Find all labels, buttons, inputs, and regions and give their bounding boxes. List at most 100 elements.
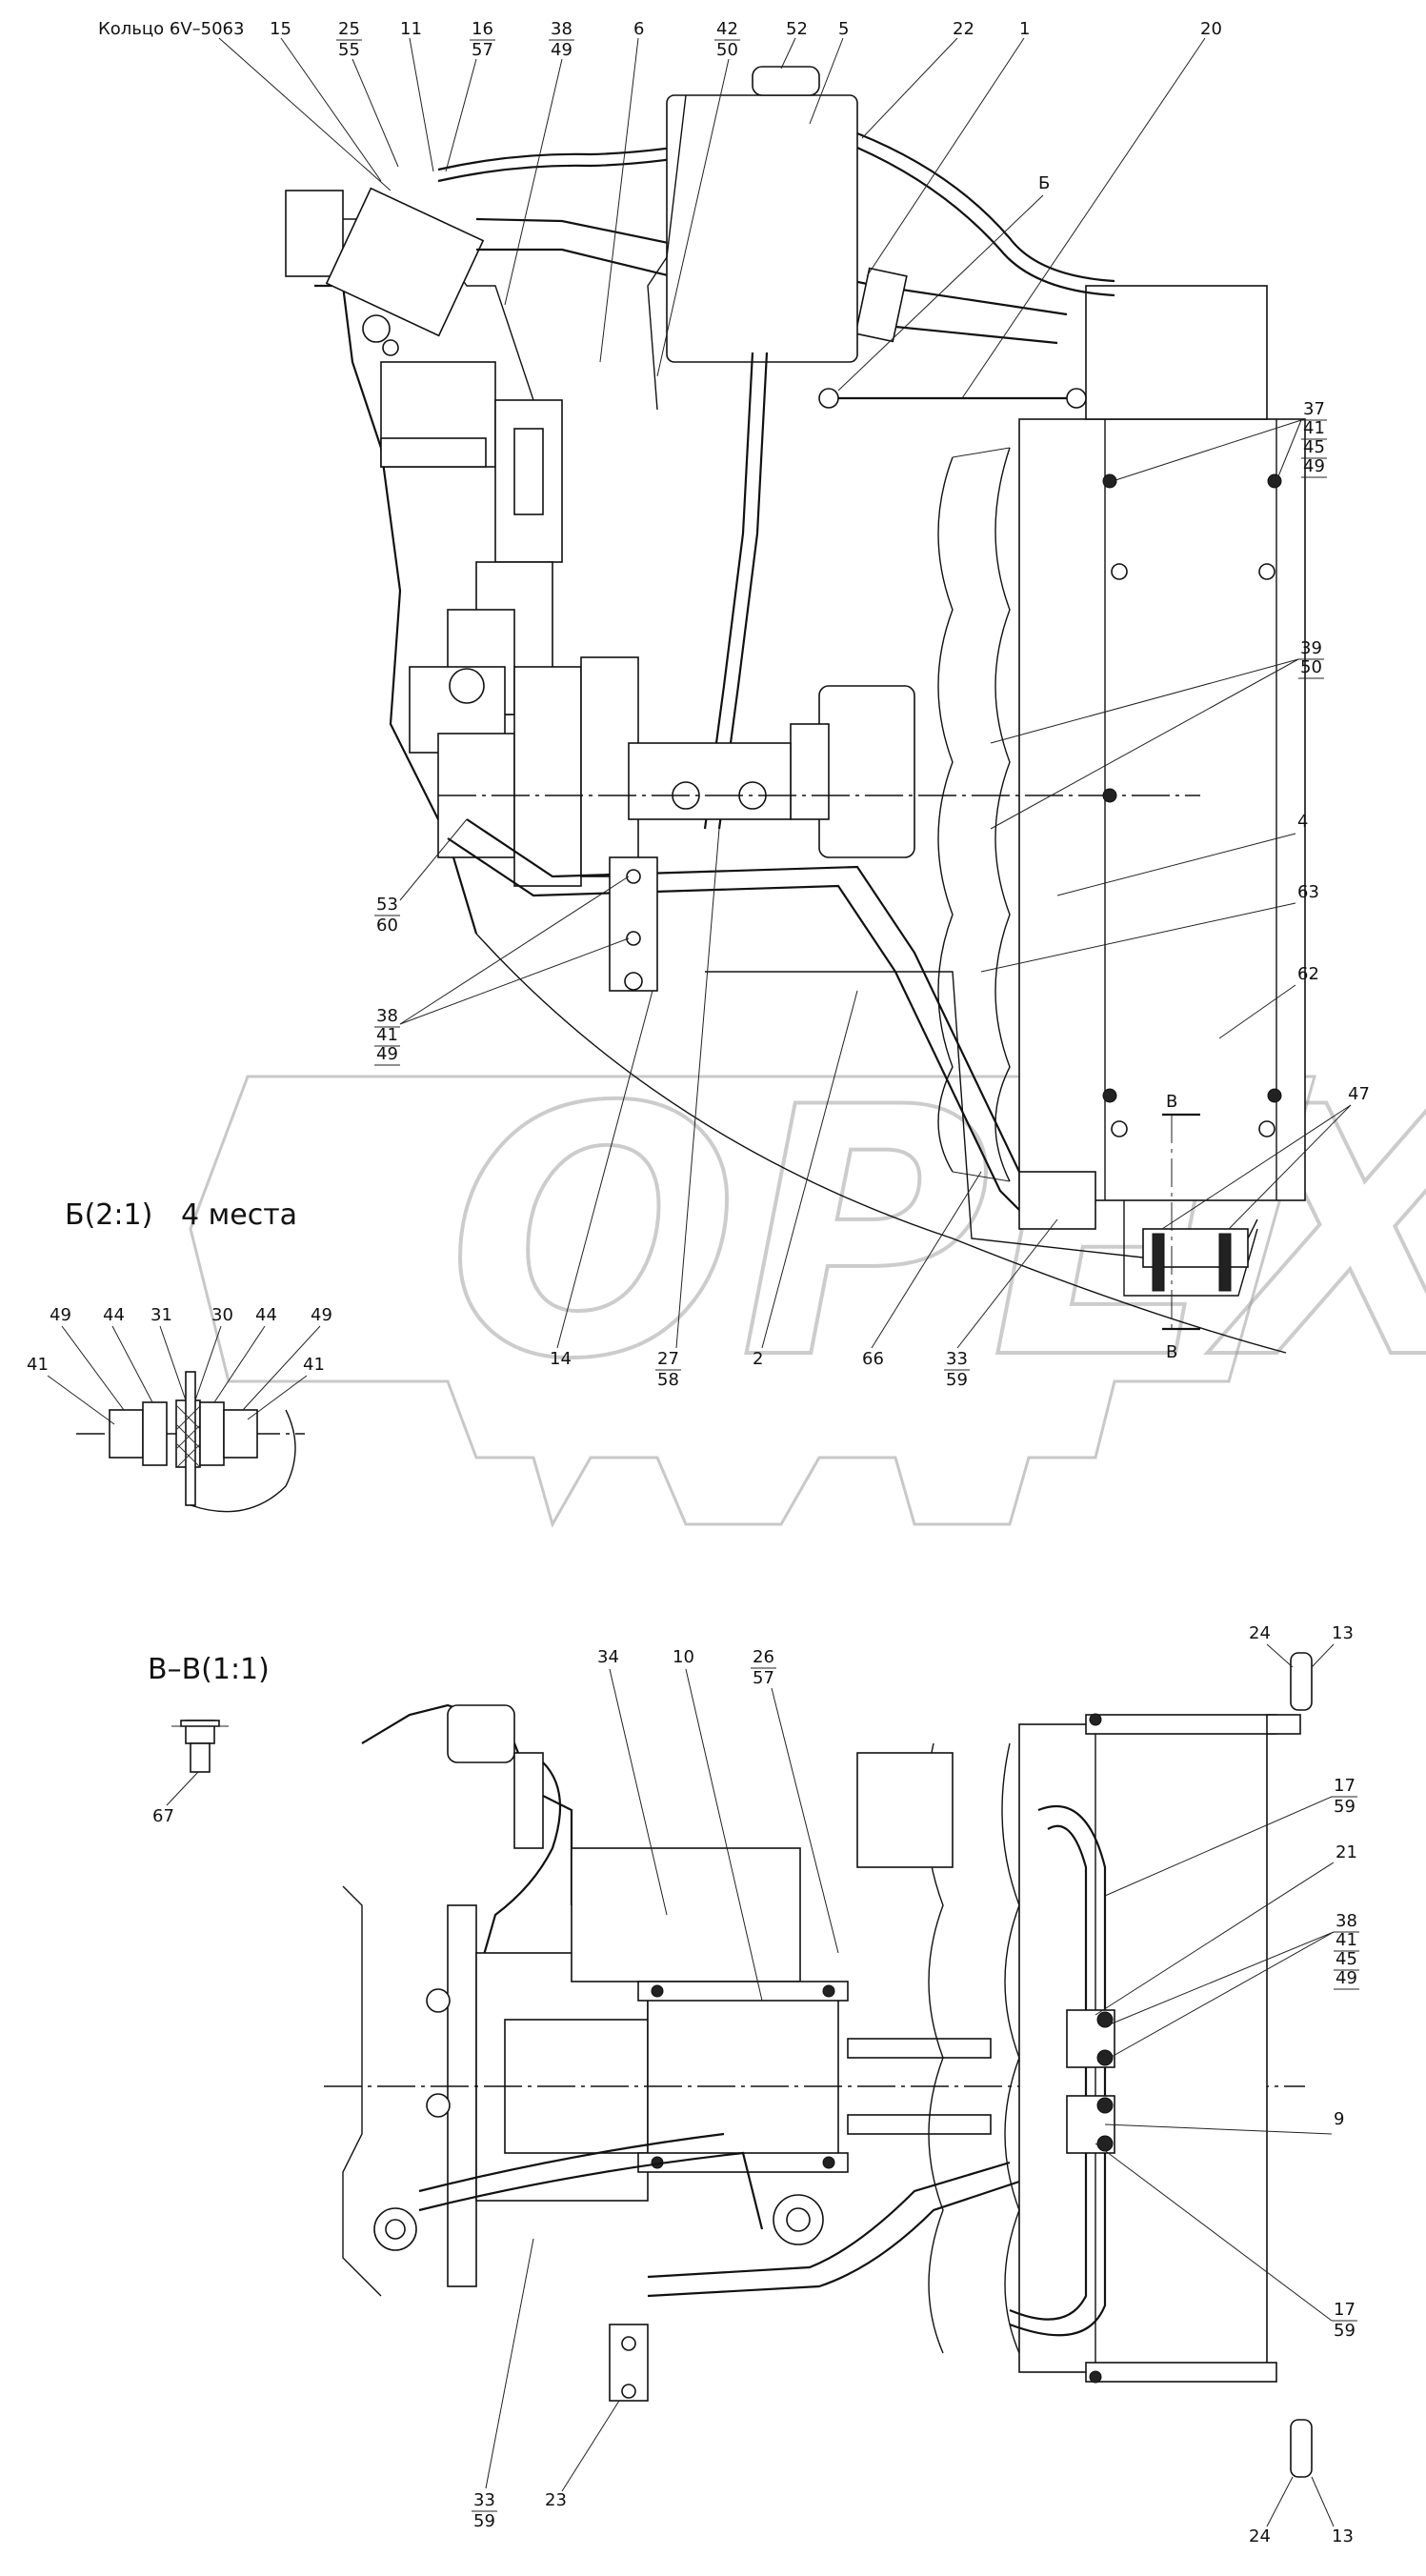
callout-66: 66 [862,1349,884,1369]
bottom-callouts: 34 10 26 57 24 13 17 59 21 9 17 59 33 59… [472,1623,1359,2546]
callout-5: 5 [838,19,849,39]
svg-text:49: 49 [1303,456,1325,476]
callout-6: 6 [633,19,644,39]
callout-38a: 38 [551,19,572,39]
svg-text:38: 38 [1336,1911,1357,1931]
callout-33a: 33 [946,1349,968,1369]
tube-lower [447,837,1030,1220]
radiator-top [1085,285,1268,420]
callout-17-top: 17 [1334,1776,1356,1796]
svg-text:31: 31 [151,1305,172,1325]
clamp-block [1018,1171,1096,1230]
callout-33b-sub: 59 [473,2511,495,2531]
callout-14: 14 [550,1349,572,1369]
stack-37: 37 41 45 49 [1112,399,1327,482]
ring-label: Кольцо 6V–5063 [98,19,244,39]
section-vv: В–В(1:1) 67 [148,1653,270,1826]
callout-62: 62 [1297,964,1319,984]
radiator-bottom [1018,1723,1268,2373]
svg-text:37: 37 [1303,399,1325,419]
detail-b-places: 4 места [181,1198,297,1232]
callout-23: 23 [545,2490,567,2510]
svg-text:41: 41 [1336,1930,1357,1950]
stack-39: 39 50 [990,638,1324,830]
bottom-view [324,1652,1313,2478]
hinge-bottom [1290,2419,1313,2478]
svg-text:41: 41 [376,1025,398,1045]
callout-16-sub: 57 [472,40,493,60]
radiator-bolts [1102,473,1282,1137]
callout-53: 53 [376,895,398,915]
callout-33b: 33 [473,2490,495,2510]
callout-34: 34 [597,1647,619,1667]
callout-25: 25 [338,19,360,39]
svg-text:50: 50 [1300,657,1322,677]
callout-13-bottom: 13 [1332,2526,1354,2546]
callout-17-bottom: 17 [1334,2300,1356,2320]
callout-21: 21 [1336,1842,1357,1862]
pump-body [325,187,485,337]
svg-text:41: 41 [303,1355,325,1375]
callout-17-bottom-sub: 59 [1334,2321,1356,2341]
hinge-top [1290,1652,1313,1711]
callout-20: 20 [1200,19,1222,39]
tank-cap [752,66,820,96]
svg-text:45: 45 [1303,437,1325,457]
callout-52: 52 [786,19,808,39]
nut-right [223,1409,258,1459]
callout-13-top: 13 [1332,1623,1354,1643]
rubber-bush [176,1405,201,1468]
svg-text:45: 45 [1336,1949,1357,1969]
fan-hub [818,685,915,858]
callout-47: 47 [1348,1084,1370,1104]
callout-22: 22 [953,19,974,39]
svg-text:41: 41 [1303,418,1325,438]
svg-text:38: 38 [376,1006,398,1026]
callout-26: 26 [753,1647,774,1667]
svg-text:49: 49 [50,1305,71,1325]
fan-wheel [937,447,1011,1182]
svg-text:41: 41 [27,1355,49,1375]
svg-text:39: 39 [1300,638,1322,658]
callout-15: 15 [270,19,291,39]
callout-53-sub: 60 [376,916,398,936]
nut-left [109,1409,144,1459]
callout-33a-sub: 59 [946,1370,968,1390]
stack-38c: 38 41 45 49 [1109,1911,1359,2059]
main-view: В В [285,66,1306,1362]
callout-26-sub: 57 [753,1668,774,1688]
callout-17-top-sub: 59 [1334,1797,1356,1817]
detail-b: Б(2:1) 4 места 49 44 31 30 44 49 41 41 [27,1198,332,1513]
callout-B: Б [1038,173,1050,193]
callout-42: 42 [716,19,738,39]
svg-text:44: 44 [255,1305,277,1325]
callout-9: 9 [1334,2109,1344,2129]
top-callouts: Кольцо 6V–5063 15 25 55 11 16 57 38 49 6… [98,19,1370,1390]
callout-1: 1 [1019,19,1030,39]
callout-2: 2 [753,1349,763,1369]
svg-text:49: 49 [311,1305,332,1325]
callout-16: 16 [472,19,493,39]
callout-4: 4 [1297,812,1308,832]
callout-10: 10 [673,1647,694,1667]
svg-text:30: 30 [211,1305,233,1325]
section-vv-title: В–В(1:1) [148,1653,270,1686]
callout-27-sub: 58 [657,1370,679,1390]
detail-b-title: Б(2:1) [65,1198,152,1232]
loop-tube [1009,1805,1107,2337]
filter-housing [285,190,344,277]
callout-25-sub: 55 [338,40,360,60]
callout-42-sub: 50 [716,40,738,60]
svg-text:44: 44 [103,1305,125,1325]
coupling [628,742,792,820]
callout-38a-sub: 49 [551,40,572,60]
callout-67: 67 [152,1806,174,1826]
svg-text:49: 49 [376,1044,398,1064]
section-mark-bottom: В [1166,1342,1177,1362]
callout-27: 27 [657,1349,679,1369]
stack-38b: 38 41 49 [374,875,630,1066]
callout-63: 63 [1297,882,1319,902]
callout-11: 11 [400,19,422,39]
cylinder-10 [647,1990,839,2163]
svg-text:49: 49 [1336,1968,1357,1988]
